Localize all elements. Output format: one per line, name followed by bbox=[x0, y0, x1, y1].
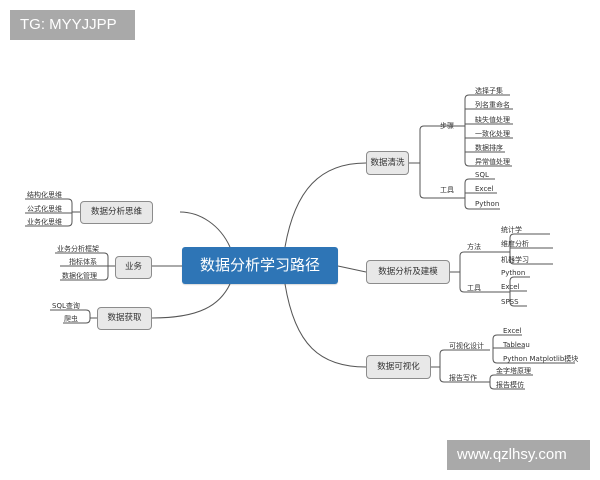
leaf-item[interactable]: 公式化思维 bbox=[27, 205, 62, 213]
topic-analysis-modeling[interactable]: 数据分析及建模 bbox=[366, 260, 450, 284]
leaf-item[interactable]: 报告模仿 bbox=[496, 381, 524, 389]
leaf-item[interactable]: 数据化管理 bbox=[62, 272, 97, 280]
leaf-item[interactable]: 结构化思维 bbox=[27, 191, 62, 199]
leaf-item[interactable]: 一致化处理 bbox=[475, 130, 510, 138]
leaf-item[interactable]: Excel bbox=[501, 283, 520, 291]
leaf-item[interactable]: SPSS bbox=[501, 298, 519, 306]
topic-data-cleaning[interactable]: 数据清洗 bbox=[366, 151, 409, 175]
leaf-item[interactable]: Tableau bbox=[503, 341, 530, 349]
group-tools[interactable]: 工具 bbox=[467, 284, 481, 292]
leaf-item[interactable]: 异常值处理 bbox=[475, 158, 510, 166]
leaf-item[interactable]: 金字塔原理 bbox=[496, 367, 531, 375]
group-report-writing[interactable]: 报告写作 bbox=[449, 374, 477, 382]
central-topic[interactable]: 数据分析学习路径 bbox=[182, 247, 338, 284]
leaf-item[interactable]: 业务化思维 bbox=[27, 218, 62, 226]
leaf-item[interactable]: 列名重命名 bbox=[475, 101, 510, 109]
leaf-item[interactable]: Python bbox=[475, 200, 500, 208]
leaf-item[interactable]: 指标体系 bbox=[69, 258, 97, 266]
leaf-item[interactable]: Excel bbox=[503, 327, 522, 335]
leaf-item[interactable]: Python bbox=[501, 269, 526, 277]
leaf-item[interactable]: Excel bbox=[475, 185, 494, 193]
topic-visualization[interactable]: 数据可视化 bbox=[366, 355, 431, 379]
leaf-item[interactable]: 缺失值处理 bbox=[475, 116, 510, 124]
topic-business[interactable]: 业务 bbox=[115, 256, 152, 279]
leaf-item[interactable]: 维度分析 bbox=[501, 240, 529, 248]
group-vis-design[interactable]: 可视化设计 bbox=[449, 342, 484, 350]
leaf-item[interactable]: Python Matplotlib模块 bbox=[503, 355, 579, 363]
leaf-item[interactable]: 爬虫 bbox=[64, 315, 78, 323]
leaf-item[interactable]: SQL bbox=[475, 171, 489, 179]
group-methods[interactable]: 方法 bbox=[467, 243, 481, 251]
leaf-item[interactable]: 业务分析框架 bbox=[57, 245, 99, 253]
topic-analytical-thinking[interactable]: 数据分析思维 bbox=[80, 201, 153, 224]
watermark-top: TG: MYYJJPP bbox=[10, 10, 135, 40]
group-steps[interactable]: 步骤 bbox=[440, 122, 454, 130]
topic-data-acquisition[interactable]: 数据获取 bbox=[97, 307, 152, 330]
watermark-bottom: www.qzlhsy.com bbox=[447, 440, 590, 470]
leaf-item[interactable]: SQL查询 bbox=[52, 302, 80, 310]
leaf-item[interactable]: 选择子集 bbox=[475, 87, 503, 95]
leaf-item[interactable]: 机器学习 bbox=[501, 256, 529, 264]
leaf-item[interactable]: 数据排序 bbox=[475, 144, 503, 152]
group-tools[interactable]: 工具 bbox=[440, 186, 454, 194]
leaf-item[interactable]: 统计学 bbox=[501, 226, 522, 234]
